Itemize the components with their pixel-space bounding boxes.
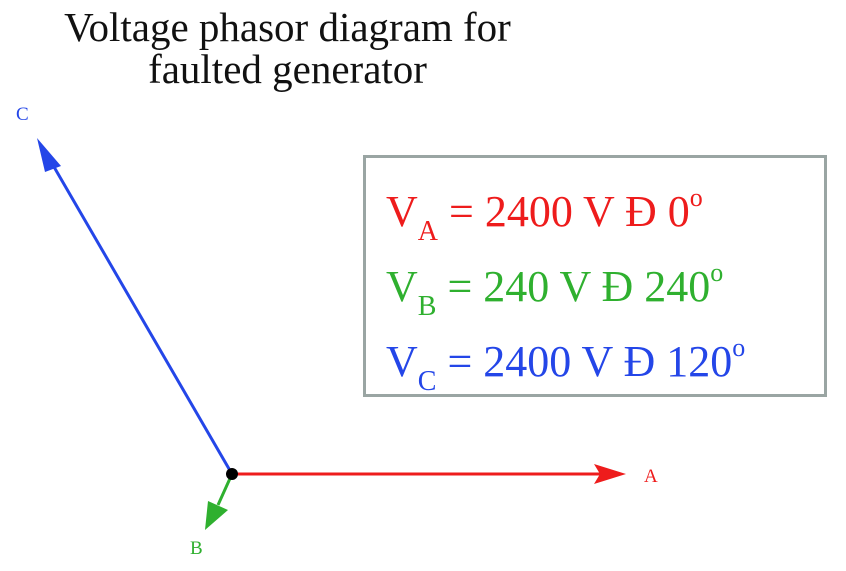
label-a: A — [644, 466, 658, 487]
vc-value: = 2400 V Đ 120 — [436, 337, 733, 386]
label-c: C — [16, 104, 29, 125]
phasor-a-arrowhead-icon — [594, 464, 626, 484]
phasor-c-arrowhead-icon — [37, 138, 61, 172]
va-symbol: V — [386, 187, 418, 236]
phasor-values-box: VA = 2400 V Đ 0o VB = 240 V Đ 240o VC = … — [363, 155, 827, 397]
equation-vb: VB = 240 V Đ 240o — [386, 249, 723, 331]
va-value: = 2400 V Đ 0 — [438, 187, 690, 236]
vb-degree: o — [710, 258, 724, 287]
vb-symbol: V — [386, 262, 418, 311]
va-subscript: A — [417, 216, 439, 247]
vc-subscript: C — [417, 366, 437, 397]
phasor-b-arrowhead-icon — [205, 501, 228, 530]
vc-symbol: V — [386, 337, 418, 386]
vb-subscript: B — [417, 291, 437, 322]
title-line-2: faulted generator — [148, 46, 427, 92]
title-line-1: Voltage phasor diagram for — [64, 4, 511, 50]
phasor-c-line — [48, 159, 234, 475]
vc-degree: o — [732, 333, 746, 362]
equation-vc: VC = 2400 V Đ 120o — [386, 324, 745, 406]
label-b: B — [190, 538, 203, 559]
equation-va: VA = 2400 V Đ 0o — [386, 174, 703, 256]
diagram-title: Voltage phasor diagram for faulted gener… — [0, 6, 575, 90]
vb-value: = 240 V Đ 240 — [436, 262, 711, 311]
origin-dot-icon — [226, 468, 238, 480]
va-degree: o — [689, 183, 703, 212]
